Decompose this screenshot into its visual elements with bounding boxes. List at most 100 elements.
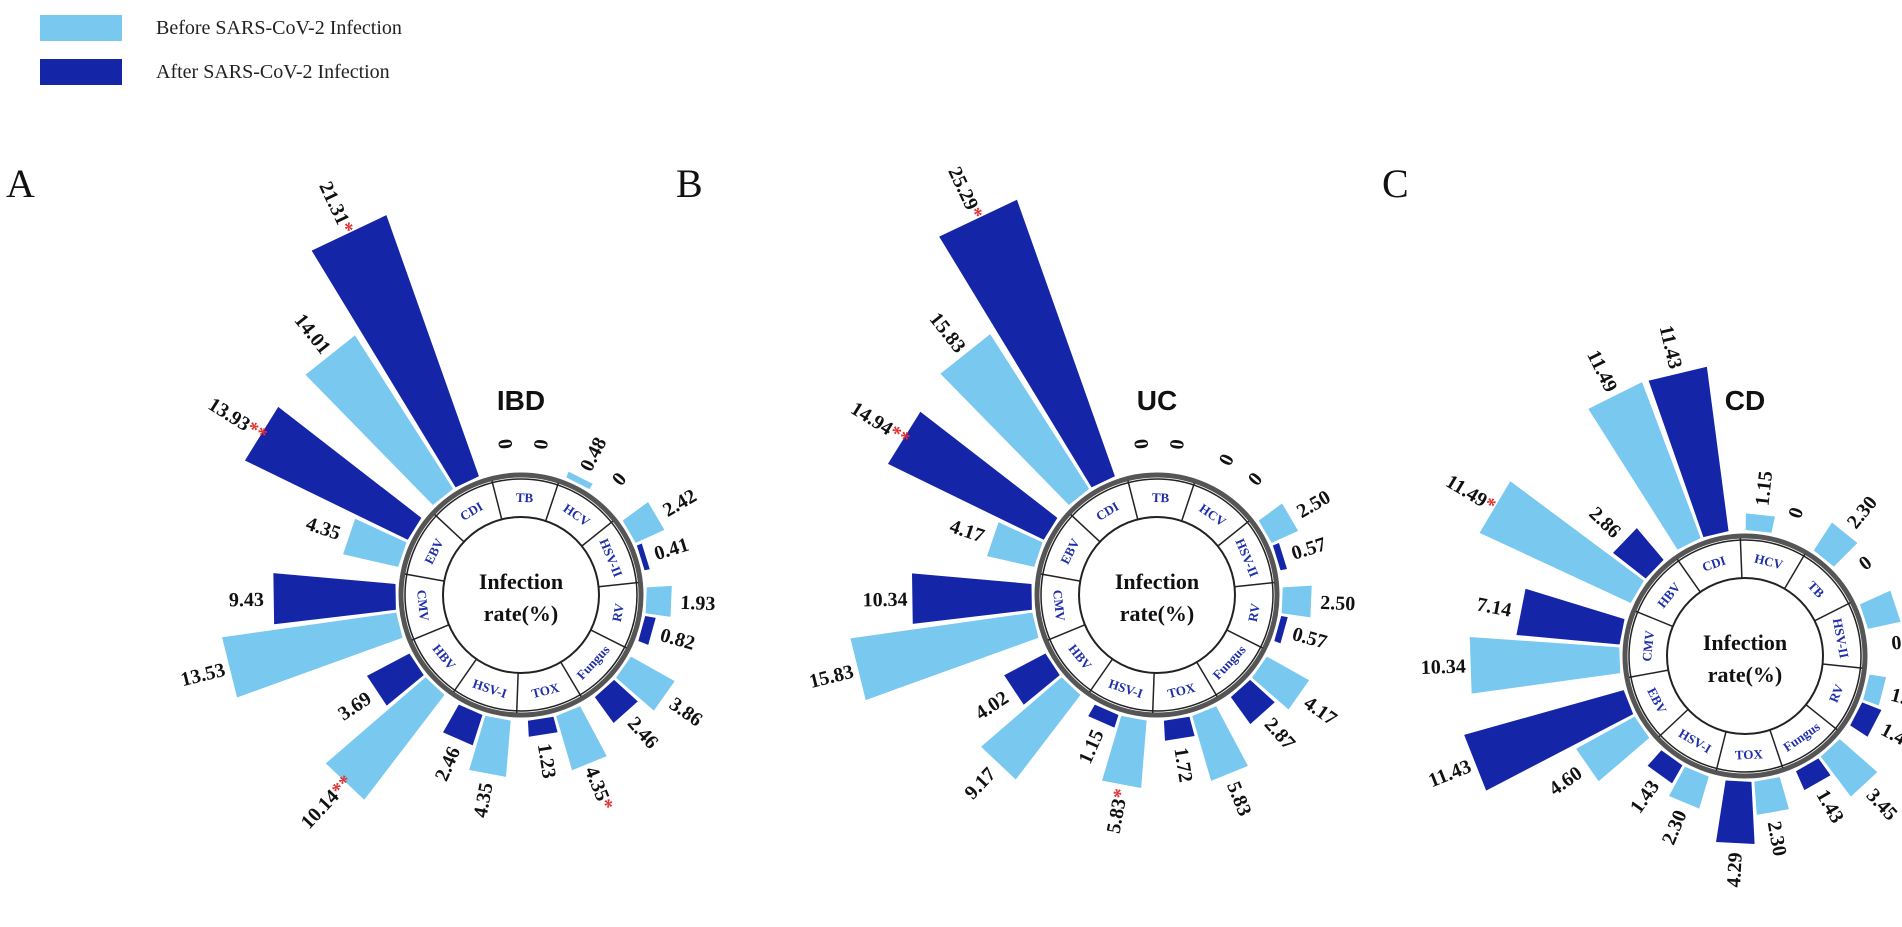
- value-label-after: 1.15: [1074, 726, 1108, 767]
- center-label-line2: rate(%): [1120, 601, 1195, 626]
- center-label-line1: Infection: [479, 569, 563, 594]
- bar-after: [1516, 588, 1625, 645]
- bar-before: [1754, 777, 1789, 815]
- bar-after: [1647, 750, 1683, 784]
- bar-before: [1102, 715, 1147, 788]
- value-label-after: 0: [1784, 505, 1808, 522]
- bar-before: [850, 612, 1039, 701]
- bar-before: [1252, 656, 1310, 710]
- value-label-before: 4.35: [303, 513, 343, 545]
- value-label-after: 1.43: [1877, 719, 1902, 755]
- segment-divider: [1226, 629, 1263, 649]
- value-label-after: 0: [1244, 468, 1267, 490]
- value-label-after: 2.46: [623, 713, 663, 754]
- value-label-after: 2.46: [431, 743, 465, 784]
- value-label-before: 1.15: [1888, 684, 1902, 714]
- legend-label-before: Before SARS-CoV-2 Infection: [156, 16, 402, 39]
- value-label-before: 4.35*: [580, 764, 617, 814]
- value-label-before: 4.17: [1300, 692, 1341, 730]
- value-label-after: 0.41: [652, 534, 692, 565]
- value-label-before: 1.15: [1751, 470, 1777, 507]
- value-label-after: 1.23: [533, 742, 560, 780]
- value-label-after: 11.43: [1425, 755, 1474, 792]
- bar-before: [305, 335, 454, 505]
- legend-swatch-before: [40, 15, 122, 41]
- value-label-after: 2.86: [1585, 503, 1625, 543]
- bar-after: [912, 573, 1032, 624]
- category-label: TOX: [530, 680, 561, 702]
- value-label-before: 1.93: [680, 592, 716, 615]
- significance-star: *: [1109, 787, 1132, 801]
- segment-divider: [1769, 729, 1784, 769]
- value-label-after: 1.72: [1169, 746, 1196, 784]
- segment-divider: [1127, 480, 1139, 520]
- panel-letter-a: A: [6, 161, 35, 206]
- center-label-line1: Infection: [1703, 630, 1787, 655]
- panel-letter-b: B: [676, 161, 703, 206]
- category-label: TOX: [1166, 680, 1197, 702]
- bar-after: [1163, 716, 1195, 741]
- inner-ring: [1666, 577, 1824, 735]
- value-label-before: 3.86: [665, 693, 706, 731]
- value-label-before: 2.30: [1658, 807, 1692, 848]
- value-label-after: 7.14: [1475, 593, 1514, 621]
- segment-divider: [1628, 669, 1669, 679]
- bar-before: [1281, 585, 1312, 618]
- bar-after: [887, 411, 1058, 540]
- segment-divider: [1040, 573, 1081, 582]
- bar-before: [1479, 481, 1644, 603]
- segment-divider: [515, 672, 519, 713]
- value-label-before: 10.14**: [297, 771, 358, 833]
- bar-before: [622, 502, 665, 543]
- bar-before: [325, 677, 445, 800]
- value-label-after: 2.87: [1260, 714, 1300, 755]
- value-label-after: 25.29*: [943, 164, 986, 223]
- legend: Before SARS-CoV-2 Infection After SARS-C…: [40, 6, 402, 94]
- value-label-before: 2.30: [1763, 820, 1791, 858]
- bar-after: [1850, 702, 1882, 737]
- value-label-after: 0: [1890, 632, 1902, 655]
- category-label: TOX: [1735, 746, 1764, 762]
- value-label-after: 11.43: [1655, 323, 1687, 371]
- value-label-before: 11.49: [1582, 347, 1621, 396]
- bar-after: [638, 616, 656, 645]
- segment-divider: [1217, 520, 1250, 547]
- chart-title: CD: [1725, 385, 1765, 416]
- bar-before: [556, 706, 607, 771]
- bar-after: [1088, 704, 1119, 728]
- segment-divider: [590, 629, 627, 649]
- legend-item-after: After SARS-CoV-2 Infection: [40, 50, 402, 94]
- value-label-before: 10.34: [1420, 656, 1466, 679]
- value-label-after: 1.43: [1626, 776, 1664, 817]
- bar-before: [1863, 674, 1887, 706]
- value-label-before: 5.83*: [1103, 787, 1133, 835]
- bar-after: [594, 679, 638, 724]
- value-label-before: 5.83: [1222, 779, 1256, 820]
- bar-before: [1745, 513, 1775, 533]
- category-label: RV: [609, 602, 627, 623]
- value-label-after: 4.02: [971, 687, 1012, 725]
- value-label-after: 1.43: [1812, 786, 1848, 827]
- inner-ring: [442, 516, 600, 674]
- segment-divider: [1822, 663, 1863, 669]
- legend-label-after: After SARS-CoV-2 Infection: [156, 60, 390, 83]
- segment-divider: [453, 658, 478, 693]
- value-label-before: 15.83: [807, 661, 856, 693]
- category-label: TB: [516, 490, 534, 506]
- value-label-before: 9.17: [960, 763, 1000, 804]
- bar-after: [1612, 528, 1664, 579]
- segment-divider: [544, 482, 560, 522]
- value-label-before: 4.60: [1545, 762, 1586, 800]
- significance-star: *: [593, 796, 617, 814]
- bar-after: [939, 199, 1115, 488]
- value-label-before: 0: [1129, 438, 1152, 450]
- bar-before: [1820, 739, 1878, 797]
- bar-before: [1668, 766, 1709, 809]
- value-label-before: 0.48: [576, 434, 611, 475]
- bar-after: [244, 406, 422, 540]
- segment-divider: [1805, 704, 1838, 731]
- value-label-before: 4.17: [947, 515, 987, 547]
- value-label-after: 0.57: [1290, 623, 1330, 654]
